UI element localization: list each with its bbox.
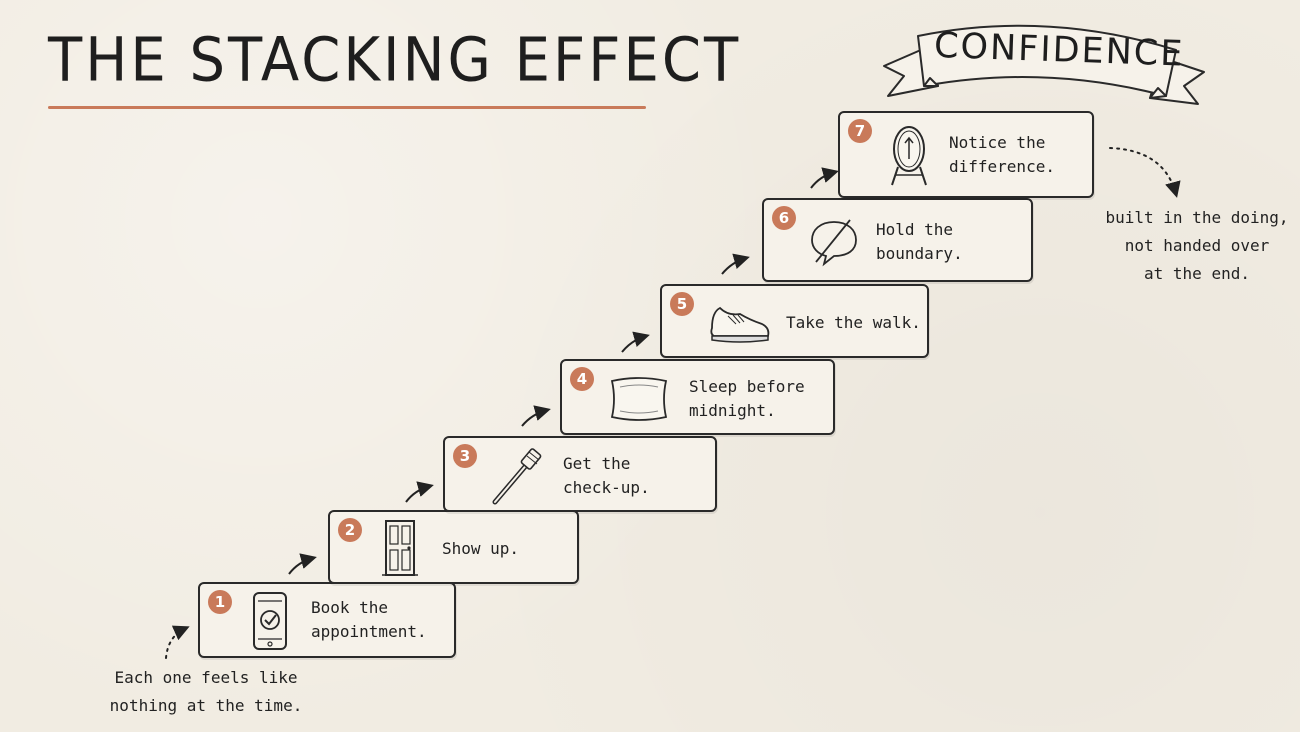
step-card-7: 7 Notice the difference.	[838, 111, 1094, 198]
step-number-badge: 4	[570, 367, 594, 391]
step-label-3: Get the check-up.	[563, 454, 650, 497]
step-card-6: 6 Hold the boundary.	[762, 198, 1033, 282]
toothbrush-icon	[492, 448, 542, 505]
banner-label: CONFIDENCE	[933, 25, 1186, 75]
right-note: built in the doing, not handed over at t…	[1105, 208, 1289, 283]
step-card-1: 1 Book the appointment.	[198, 582, 456, 658]
step-card-3: 3 Get the check-up.	[443, 436, 717, 512]
step-label-1: Book the appointment.	[311, 598, 427, 641]
step-card-2: 2 Show up.	[328, 510, 579, 584]
smartphone-check-icon	[253, 592, 287, 650]
step-card-4: 4 Sleep before midnight.	[560, 359, 835, 435]
door-icon	[382, 520, 418, 576]
step-label-7: Notice the difference.	[949, 133, 1055, 176]
step-number-badge: 1	[208, 590, 232, 614]
title-underline	[48, 106, 646, 109]
step-label-6: Hold the boundary.	[876, 220, 963, 263]
pillow-icon	[610, 377, 668, 421]
page-title: THE STACKING EFFECT	[48, 25, 742, 96]
no-speech-icon	[811, 219, 857, 267]
step-number-badge: 7	[848, 119, 872, 143]
step-label-5: Take the walk.	[786, 313, 921, 332]
step-number-badge: 5	[670, 292, 694, 316]
sneaker-icon	[710, 306, 770, 343]
step-card-5: 5 Take the walk.	[660, 284, 929, 358]
step-number-badge: 2	[338, 518, 362, 542]
step-number-badge: 6	[772, 206, 796, 230]
bottom-note: Each one feels like nothing at the time.	[109, 668, 303, 715]
step-label-4: Sleep before midnight.	[689, 377, 805, 420]
step-number-badge: 3	[453, 444, 477, 468]
step-label-2: Show up.	[442, 539, 520, 558]
mirror-icon	[891, 126, 927, 186]
